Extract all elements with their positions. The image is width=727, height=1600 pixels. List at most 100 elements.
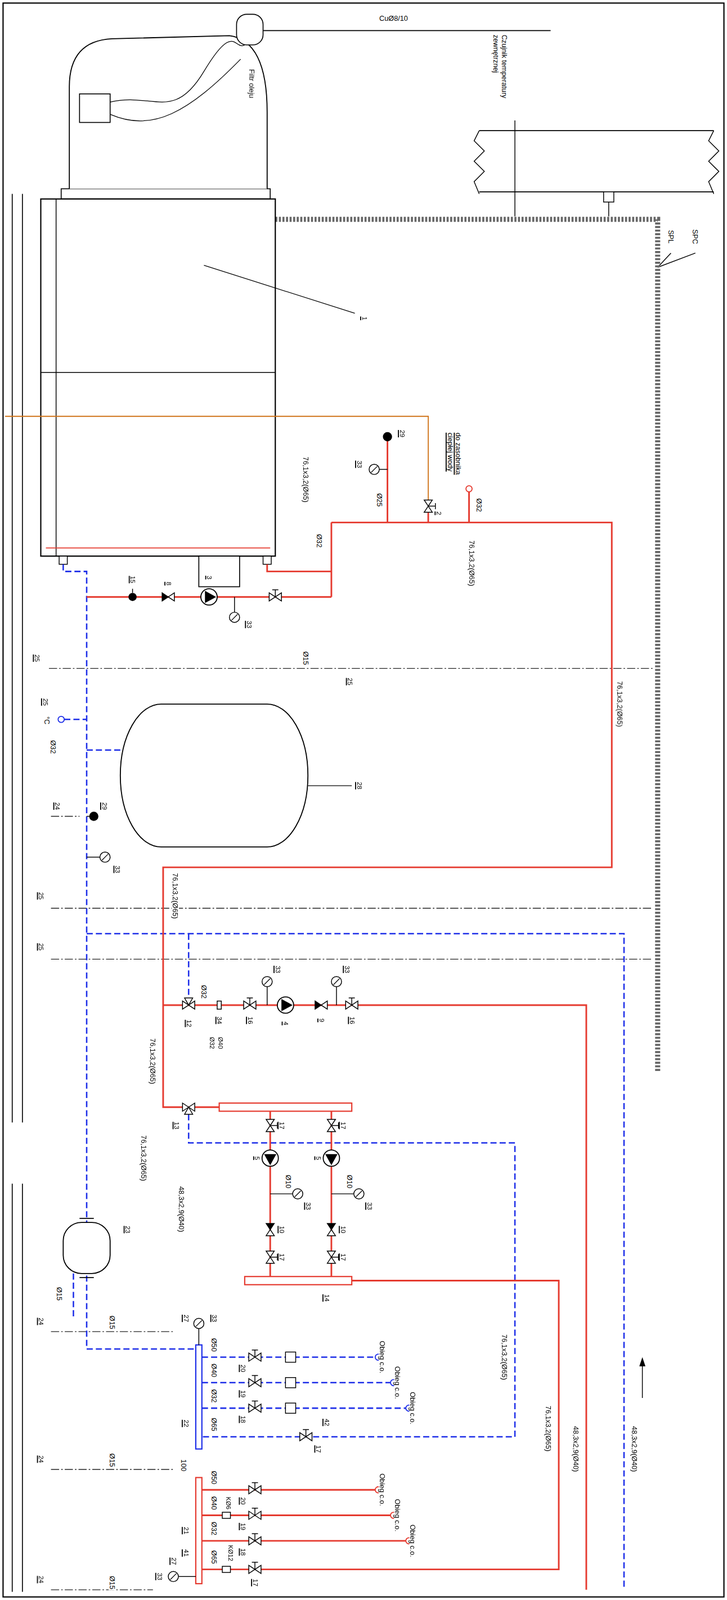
callout-number: 8 [164,580,172,587]
callout-number: 33 [355,459,363,470]
callout-number: 19 [239,1388,246,1399]
callout-number: 28 [355,781,363,791]
callout-number: 23 [124,1224,132,1234]
callout-number: 9 [317,1017,325,1023]
pipe-label: Ø40 [210,1495,218,1511]
pipe-label: Ø15 [108,1574,116,1591]
callout-number: 10 [339,1224,347,1234]
callout-number: 13 [173,1120,181,1131]
pipe-label: Ø10 [346,1173,354,1190]
pipe-label: 76,1x3,2(Ø65) [545,1404,553,1453]
callout-number: 42 [322,1417,330,1427]
callout-number: 25 [346,676,354,687]
pipe-label: Ø32 [475,497,483,514]
callout-number: 41 [182,1547,190,1558]
callout-number: 16 [246,1015,254,1026]
pipe-label: Obieg c.o. [393,1497,402,1533]
callout-number: 4 [281,1020,289,1026]
callout-number: 33 [365,1201,373,1211]
callout-number: 2 [434,510,442,516]
pipe-label: Ø15 [108,1452,116,1469]
pipe-label: Ø32 [210,1388,218,1404]
callout-number: 33 [211,1313,218,1323]
callout-number: 29 [398,428,406,439]
callout-number: 33 [343,964,350,975]
pipe-label: 48,3x2,9(Ø40) [572,1424,580,1473]
pipe-label: 76,1x3,2(Ø65) [140,1134,148,1183]
callout-number: 24 [37,1316,45,1327]
pipe-label: Obieg c.o. [409,1523,417,1559]
pipe-label: Ø32 [49,738,57,755]
pipe-label: Obieg c.o. [378,1472,387,1507]
callout-number: 20 [239,1363,246,1373]
callout-number: 17 [314,1443,322,1454]
pipe-label: 76,1x3,2(Ø65) [171,872,179,921]
pipe-label: SPL [667,229,675,245]
pipe-label: Ø25 [375,492,384,509]
note-label: Czujnik temperatury zewnętrznej [491,33,508,120]
callout-number: 17 [277,1251,285,1262]
callout-number: 34 [216,1015,223,1026]
callout-number: 24 [54,801,61,811]
callout-number: 17 [251,1577,259,1588]
callout-number: 25 [41,697,49,707]
pipe-label: Obieg c.o. [409,1390,417,1426]
pipe-label: 76,1x3,2(Ø65) [149,1037,157,1085]
pipe-label: 100 [180,1457,188,1473]
pipe-label: Ø65 [210,1416,218,1433]
pipe-label: °C [43,715,51,726]
pipe-label: 48,3x2,9(Ø40) [630,1424,639,1473]
pipe-label: Obieg c.o. [393,1365,402,1400]
callout-number: 33 [245,619,253,630]
callout-number: 3 [205,574,213,581]
callout-number: 18 [239,1546,246,1557]
callout-number: 10 [277,1224,285,1234]
callout-number: 25 [37,891,45,901]
pipe-label: Ø15 [55,1285,64,1302]
callout-number: 17 [339,1251,347,1262]
pipe-label: Ø15 [302,650,310,667]
callout-number: 1 [360,315,368,322]
callout-number: 18 [239,1414,246,1425]
callout-number: 16 [348,1015,356,1026]
callout-number: 15 [129,574,137,585]
pipe-label: Ø32 [210,1520,218,1537]
callout-number: 25 [33,653,40,663]
callout-number: 24 [37,1574,45,1584]
pipe-label: Ø10 [284,1173,293,1190]
callout-number: 5 [253,1155,261,1161]
callout-number: 33 [113,864,121,874]
pipe-label: 76,1x3,2(Ø65) [616,680,624,729]
callout-number: 33 [274,964,281,975]
pipe-label: 48,3x2,9(Ø40) [177,1185,186,1233]
pipe-label: 76,1x3,2(Ø65) [302,455,310,504]
pipe-label: 76,1x3,2(Ø65) [468,539,477,587]
note-label: do zasobnika ciepłej wody [445,431,462,491]
pipe-label: CuØ8/10 [378,14,409,22]
callout-number: 21 [182,1525,190,1536]
callout-number: 14 [322,1293,330,1303]
pipe-label: Ø32 [200,984,208,1000]
pipe-label: Filtr oleju [248,68,256,100]
callout-number: 20 [239,1496,246,1506]
callout-number: 33 [304,1201,312,1211]
callout-number: 12 [185,1018,192,1029]
pipe-label: Ø65 [210,1549,218,1565]
pipe-label: Obieg c.o. [378,1339,387,1375]
callout-number: 27 [182,1313,190,1323]
callout-number: 27 [169,1556,177,1566]
pipe-label: Ø15 [108,1314,116,1331]
callout-number: 24 [37,1454,45,1464]
pipe-label: Ø50 [210,1336,218,1353]
pipe-label: KØ12 [227,1543,234,1562]
pipe-label: KØ6 [225,1495,232,1511]
callout-number: 22 [182,1418,190,1429]
pipe-label: Ø32 [315,532,323,549]
pipe-label: 76,1x3,2(Ø65) [501,1333,509,1381]
pipe-label: Ø40 [217,1035,224,1050]
callout-number: 5 [314,1155,322,1161]
callout-number: 33 [155,1571,163,1582]
pipe-label: Ø40 [210,1362,218,1379]
